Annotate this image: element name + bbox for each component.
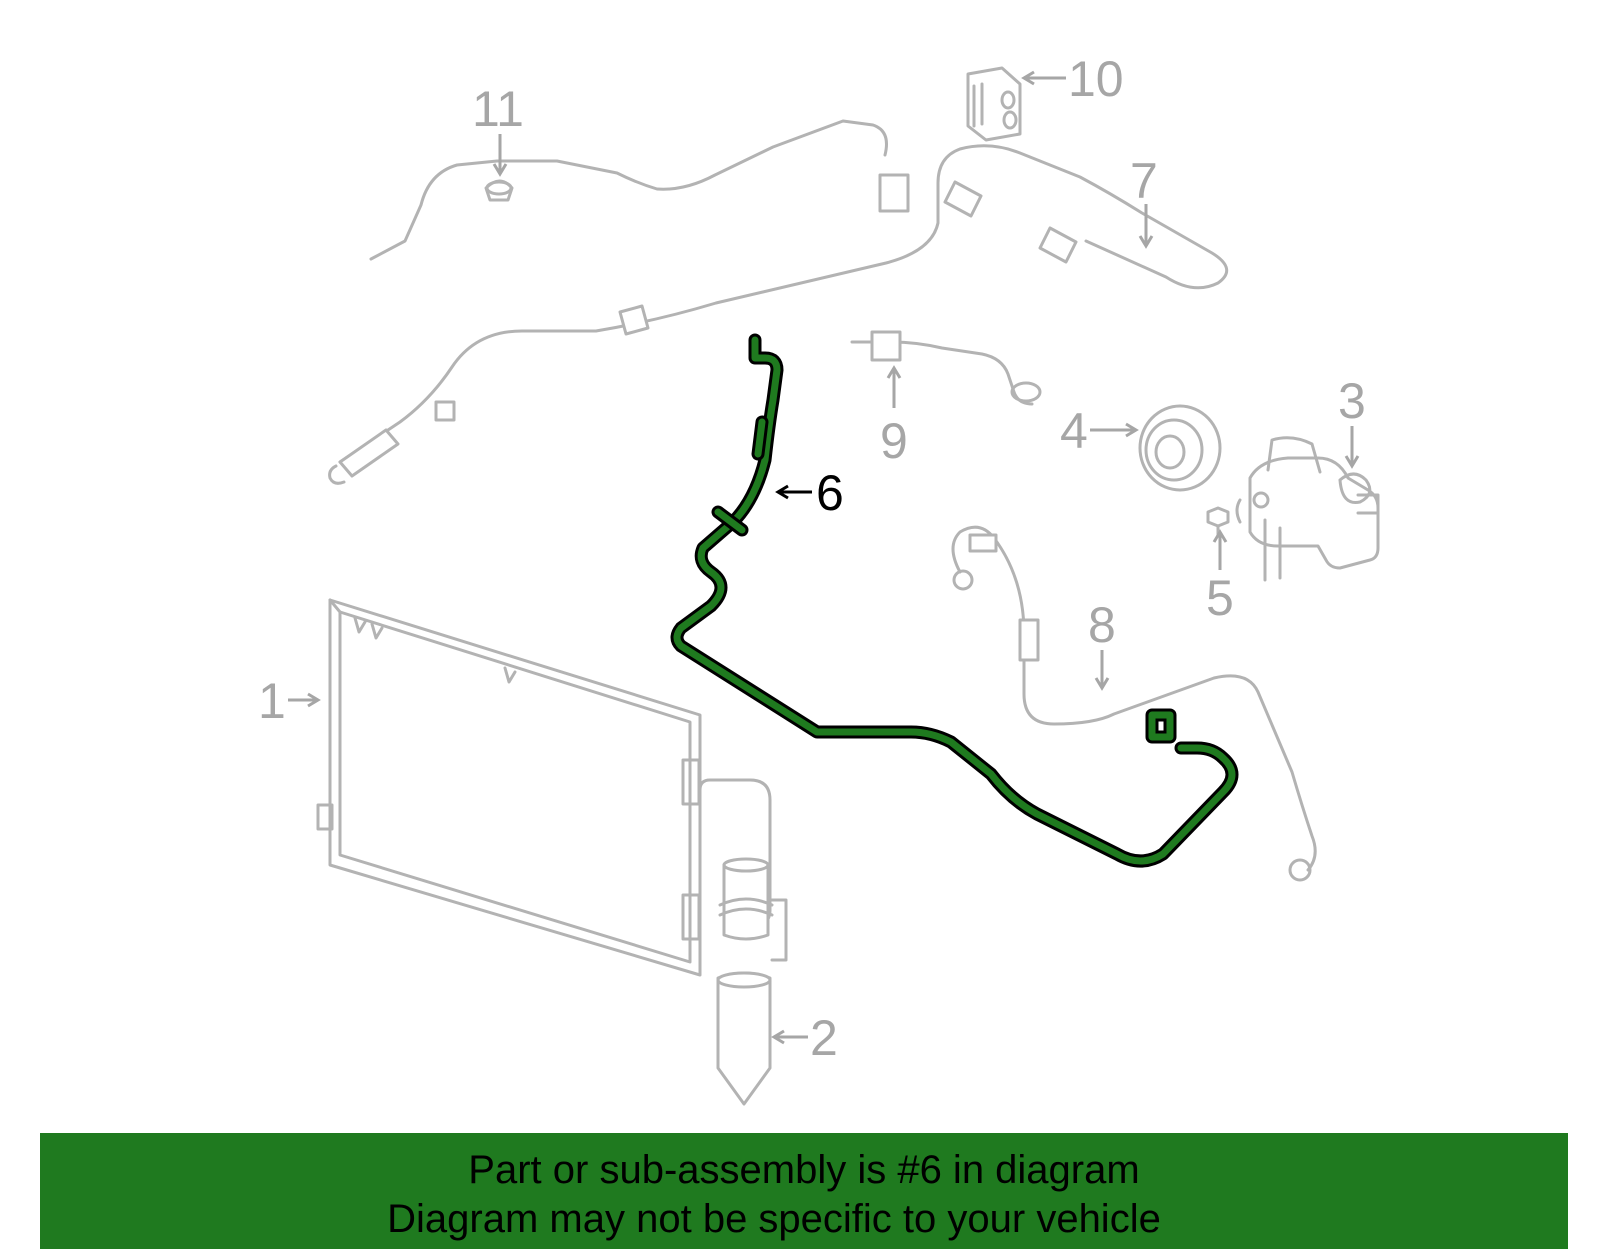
banner-line-disclaimer: Diagram may not be specific to your vehi… [387, 1197, 1161, 1241]
callout-11-label: 11 [472, 81, 524, 137]
callout-9: 9 [880, 365, 908, 469]
part-6-ac-line-highlighted [670, 333, 1239, 868]
part-10-block-fitting [966, 66, 1022, 142]
callout-10-label: 10 [1068, 51, 1124, 107]
part-11-clip [484, 179, 514, 202]
callout-8-label: 8 [1088, 597, 1116, 653]
callout-5: 5 [1206, 529, 1234, 626]
callout-2: 2 [771, 1010, 838, 1066]
part-1-condenser [316, 598, 772, 977]
info-banner: Part or sub-assembly is #6 in diagram Di… [40, 1133, 1568, 1249]
callout-11: 11 [472, 81, 524, 177]
callout-7-label: 7 [1130, 153, 1158, 209]
callout-9-label: 9 [880, 413, 908, 469]
callout-8: 8 [1088, 597, 1116, 691]
callout-6-label: 6 [816, 465, 844, 521]
part-3-compressor [1235, 436, 1380, 582]
part-7-upper-lines [328, 119, 1229, 485]
part-9-tube [850, 330, 1042, 406]
callout-6: 6 [775, 465, 844, 521]
callout-3-label: 3 [1338, 373, 1366, 429]
callout-7: 7 [1130, 153, 1158, 249]
part-4-pulley [1138, 404, 1222, 492]
callout-1-label: 1 [258, 673, 286, 729]
callout-3: 3 [1338, 373, 1366, 469]
callout-2-label: 2 [810, 1010, 838, 1066]
callout-5-label: 5 [1206, 570, 1234, 626]
callout-4-label: 4 [1060, 403, 1088, 459]
banner-line-part-number: Part or sub-assembly is #6 in diagram [468, 1148, 1140, 1192]
callout-10: 10 [1021, 51, 1124, 107]
part-5-bolt [1206, 506, 1230, 536]
part-2-receiver-drier [716, 857, 788, 1106]
part-8-hose [951, 525, 1317, 882]
callout-4: 4 [1060, 403, 1139, 459]
callout-1: 1 [258, 673, 321, 729]
